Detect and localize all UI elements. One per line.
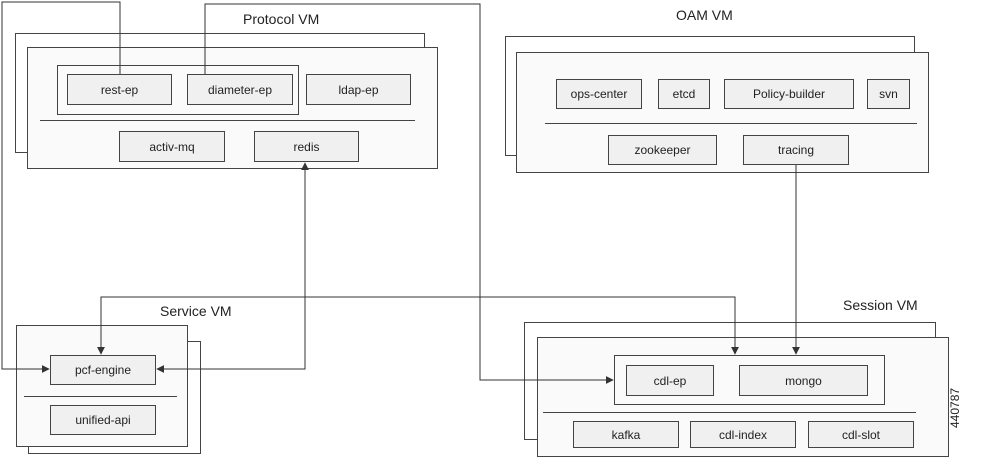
oam-vm-title: OAM VM	[676, 7, 733, 23]
policy-builder-box[interactable]: Policy-builder	[724, 79, 854, 109]
kafka-box[interactable]: kafka	[573, 421, 679, 448]
redis-box[interactable]: redis	[254, 131, 359, 162]
protocol-vm-title: Protocol VM	[243, 11, 320, 27]
cdl-slot-box[interactable]: cdl-slot	[808, 421, 914, 448]
session-vm-title: Session VM	[843, 297, 918, 313]
zookeeper-box[interactable]: zookeeper	[608, 135, 717, 165]
activ-mq-box[interactable]: activ-mq	[119, 131, 225, 162]
connector-rest-ep-to-pcf-engine	[1, 1, 121, 373]
cdl-index-box[interactable]: cdl-index	[690, 421, 796, 448]
pcf-engine-box[interactable]: pcf-engine	[50, 355, 156, 385]
etcd-box[interactable]: etcd	[658, 79, 710, 109]
connector-pcf-engine-to-redis	[156, 162, 309, 373]
svn-box[interactable]: svn	[867, 79, 910, 109]
oam-vm-panel	[516, 52, 929, 173]
rest-ep-box[interactable]: rest-ep	[67, 74, 172, 105]
connector-diameter-ep-to-cdl-ep	[204, 3, 614, 384]
cdl-ep-box[interactable]: cdl-ep	[626, 365, 714, 396]
service-vm-divider	[24, 396, 177, 397]
tracing-box[interactable]: tracing	[743, 135, 849, 165]
oam-vm-divider	[545, 123, 917, 124]
figure-id: 440787	[948, 387, 962, 428]
diameter-ep-box[interactable]: diameter-ep	[187, 74, 293, 105]
unified-api-box[interactable]: unified-api	[50, 405, 156, 435]
connector-pcf-engine-to-cdl-ep	[97, 296, 739, 355]
ops-center-box[interactable]: ops-center	[556, 79, 642, 109]
mongo-box[interactable]: mongo	[739, 365, 868, 396]
protocol-vm-divider	[40, 120, 415, 121]
session-vm-divider	[543, 412, 916, 413]
ldap-ep-box[interactable]: ldap-ep	[306, 74, 411, 105]
